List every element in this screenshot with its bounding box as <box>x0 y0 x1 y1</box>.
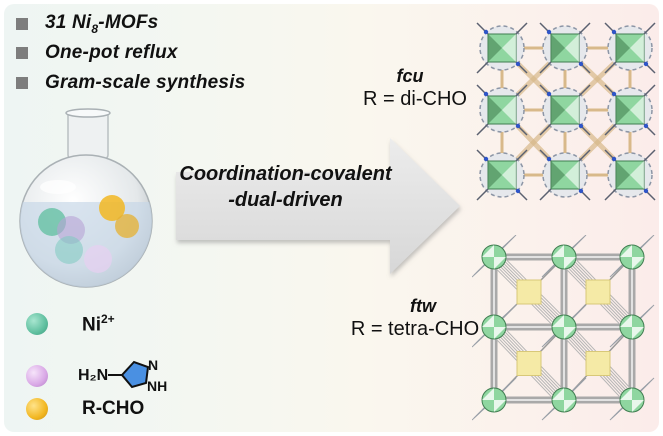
bullet-text: One-pot reflux <box>45 42 178 63</box>
legend-item-aldehyde: R-CHO <box>26 398 144 420</box>
arrow-label-line2: -dual-driven <box>228 189 343 211</box>
fcu-network-structure-icon <box>476 22 656 201</box>
reaction-arrow-icon <box>176 138 460 274</box>
bullet-text: 31 Ni8-MOFs <box>45 12 159 36</box>
ni8-cluster-node <box>609 377 655 421</box>
ftw-tetra-node <box>516 351 542 376</box>
aldehyde-sphere-icon <box>26 398 48 420</box>
bullet-gram-scale: Gram-scale synthesis <box>16 72 245 94</box>
arrow-label-line1: Coordination-covalent <box>179 163 392 185</box>
r-group-label-fcu: R = di-CHO <box>363 88 467 110</box>
ftw-tetra-node <box>585 279 611 305</box>
legend-item-nickel: Ni2+ <box>26 312 115 336</box>
ni8-cluster-node <box>539 149 591 201</box>
ni8-cluster-node <box>541 235 587 278</box>
ni8-cluster-node <box>539 84 591 136</box>
legend-label: H₂N <box>78 367 109 384</box>
legend-item-aminopyrazole: H₂N N NH <box>26 356 178 396</box>
flask-nickel-sphere <box>55 236 83 264</box>
ni8-cluster-node <box>476 22 528 74</box>
legend-label: R-CHO <box>82 398 145 419</box>
ftw-network-structure-icon <box>472 235 655 421</box>
nickel-ion-sphere-icon <box>26 313 48 336</box>
aminopyrazole-sphere-icon <box>26 365 48 387</box>
ni8-cluster-node <box>604 84 656 136</box>
ni8-cluster-node <box>472 235 517 278</box>
topology-label-ftw: ftw <box>410 296 436 316</box>
ni8-cluster-node <box>476 84 528 136</box>
svg-text:NH: NH <box>147 378 167 394</box>
ni8-cluster-node <box>541 377 587 421</box>
flask-amine-sphere <box>84 245 112 273</box>
bullet-reflux: One-pot reflux <box>16 42 178 64</box>
legend-label: Ni2+ <box>82 312 115 336</box>
ni8-cluster-node <box>541 304 587 348</box>
ni8-cluster-node <box>604 149 656 201</box>
ftw-tetra-node <box>585 351 611 376</box>
ni8-cluster-node <box>609 304 655 348</box>
ni8-cluster-node <box>476 149 528 201</box>
bullet-mofs: 31 Ni8-MOFs <box>16 12 158 36</box>
bullet-square-icon <box>16 17 28 30</box>
flask-aldehyde-sphere <box>115 214 139 238</box>
ftw-tetra-node <box>516 279 542 305</box>
flask-aldehyde-sphere <box>99 195 125 221</box>
svg-text:N: N <box>148 357 158 373</box>
bullet-text: Gram-scale synthesis <box>45 72 246 93</box>
topology-label-fcu: fcu <box>396 66 424 86</box>
pyrazole-ring-icon: N NH <box>108 357 167 394</box>
ni8-cluster-node <box>472 377 517 421</box>
r-group-label-ftw: R = tetra-CHO <box>350 318 480 340</box>
ni8-cluster-node <box>539 22 591 74</box>
ni8-cluster-node <box>472 304 517 348</box>
bullet-square-icon <box>16 77 28 89</box>
ni8-cluster-node <box>604 22 656 74</box>
ni8-cluster-node <box>609 235 655 278</box>
round-bottom-flask-icon <box>19 108 153 288</box>
bullet-square-icon <box>16 47 28 59</box>
